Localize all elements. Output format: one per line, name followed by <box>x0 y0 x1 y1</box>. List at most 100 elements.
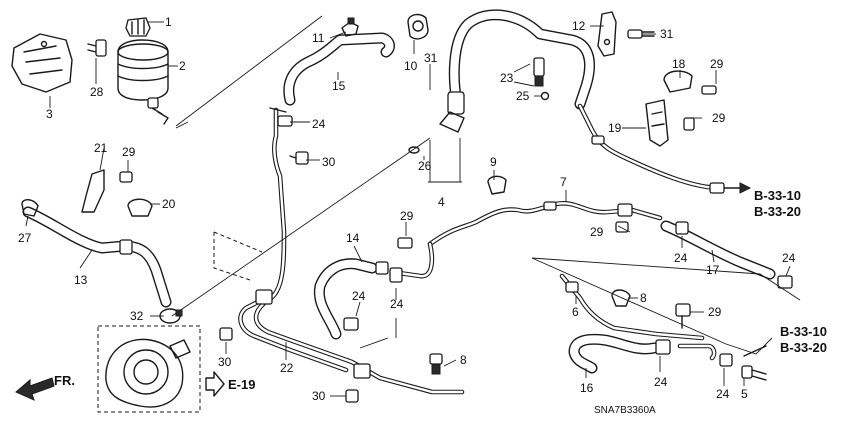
pipe-clamp-8-lower <box>429 353 443 375</box>
hose-17 <box>660 220 793 289</box>
bolt-29-left <box>119 171 133 183</box>
callout-5: 5 <box>741 387 748 401</box>
pressure-line-guide <box>171 137 431 317</box>
callout-26: 26 <box>418 159 432 173</box>
callout-29-stay19: 29 <box>712 111 726 125</box>
callout-24-upper: 24 <box>312 117 326 131</box>
callout-11: 11 <box>312 31 325 45</box>
pipe-stay-19 <box>645 99 695 147</box>
callout-13: 13 <box>74 273 88 287</box>
reference-engine: E-19 <box>228 377 255 392</box>
high-pressure-hose <box>448 9 595 114</box>
callout-8-right: 8 <box>640 291 647 305</box>
suction-hose-15 <box>283 32 395 106</box>
callout-6: 6 <box>572 305 579 319</box>
hose-clamp-27 <box>21 199 39 217</box>
hose-16 <box>568 333 671 374</box>
callout-28: 28 <box>90 85 104 99</box>
callout-32: 32 <box>130 309 144 323</box>
callout-29-middle: 29 <box>400 209 414 223</box>
callout-30-upper: 30 <box>322 155 336 169</box>
front-direction-arrow <box>15 377 55 401</box>
callout-15: 15 <box>332 79 346 93</box>
bolt-30-lower <box>345 389 359 403</box>
reservoir-tank <box>117 39 169 115</box>
pressure-switch <box>533 57 550 101</box>
callout-31-right: 31 <box>660 27 674 41</box>
feed-pipe-7 <box>427 200 663 247</box>
clamp-20 <box>127 198 153 217</box>
callout-17: 17 <box>706 263 720 277</box>
bolt-5 <box>741 365 767 381</box>
hose-clamp-24-mid <box>343 317 359 331</box>
callout-24-lower-b: 24 <box>716 387 730 401</box>
callout-18: 18 <box>672 57 686 71</box>
bolt-30-left <box>219 327 233 341</box>
callout-24-mid-left: 24 <box>352 289 366 303</box>
callout-29-clamp18: 29 <box>710 57 724 71</box>
callout-29-pipe7: 29 <box>590 225 604 239</box>
callout-22: 22 <box>280 361 294 375</box>
callout-30-lower: 30 <box>312 389 326 403</box>
return-pipe-upper <box>577 103 725 194</box>
diagram-code: SNA7B3360A <box>594 405 656 416</box>
o-ring-26 <box>408 146 420 154</box>
pipe-clamp-9 <box>487 175 507 195</box>
reference-lower-a: B-33-10 <box>780 324 827 339</box>
bracket-21 <box>81 169 105 213</box>
callout-30-left: 30 <box>218 355 232 369</box>
bolt-28 <box>87 39 107 57</box>
bolt-30-upper <box>289 151 309 165</box>
callout-21: 21 <box>94 141 108 155</box>
callout-16: 16 <box>580 381 594 395</box>
pipe-6 <box>559 273 705 341</box>
reservoir-cap <box>125 17 151 37</box>
callout-20: 20 <box>162 197 176 211</box>
lower-reference-arrow <box>743 345 767 357</box>
bolt-29-right <box>675 303 691 329</box>
bolt-29-middle <box>397 237 413 249</box>
lower-group-guide-a <box>531 257 727 345</box>
reservoir-bracket <box>11 33 73 93</box>
reference-upper-a: B-33-10 <box>754 188 801 203</box>
hose-ferrule <box>439 91 465 133</box>
dashed-guide-a <box>213 231 263 253</box>
callout-31-left: 31 <box>424 51 438 65</box>
callout-2: 2 <box>179 59 186 73</box>
callout-23: 23 <box>500 71 514 85</box>
pipe-clamp-8-right <box>611 289 631 307</box>
callout-24-lower-a: 24 <box>654 375 668 389</box>
hose-clamp-24-upper <box>269 107 293 127</box>
callout-9: 9 <box>490 155 497 169</box>
callout-14: 14 <box>346 231 360 245</box>
hose-13 <box>22 206 172 308</box>
reservoir-outlet-clamp <box>157 111 169 125</box>
callout-leaders <box>25 21 791 397</box>
hose-14 <box>313 258 389 340</box>
dashed-guide-b <box>213 232 251 281</box>
callout-29-right: 29 <box>708 305 722 319</box>
middle-pipe-bundle <box>389 241 435 283</box>
lower-group-guide-b <box>531 257 801 301</box>
hose-bracket-12 <box>597 11 655 57</box>
callout-19: 19 <box>608 121 622 135</box>
callout-27: 27 <box>18 231 32 245</box>
callout-4: 4 <box>438 195 445 209</box>
callout-24-right: 24 <box>782 251 796 265</box>
hose-clamp-10 <box>407 13 429 40</box>
feed-pipe-left <box>265 107 287 303</box>
front-label: FR. <box>54 373 75 388</box>
hose-clamp-11 <box>341 17 359 37</box>
callout-25: 25 <box>516 89 530 103</box>
callout-12: 12 <box>572 19 586 33</box>
reference-upper-b: B-33-20 <box>754 204 801 219</box>
callout-labels: 1 2 3 4 5 6 7 8 8 9 10 11 12 13 14 15 16… <box>18 15 796 403</box>
pipe-fitting-right <box>677 343 733 367</box>
callout-24-mid-right: 24 <box>390 297 404 311</box>
power-steering-pump <box>97 325 201 413</box>
callout-24-hose17: 24 <box>674 251 688 265</box>
callout-29-left: 29 <box>122 145 136 159</box>
reference-lower-b: B-33-20 <box>780 340 827 355</box>
callout-1: 1 <box>165 15 172 29</box>
